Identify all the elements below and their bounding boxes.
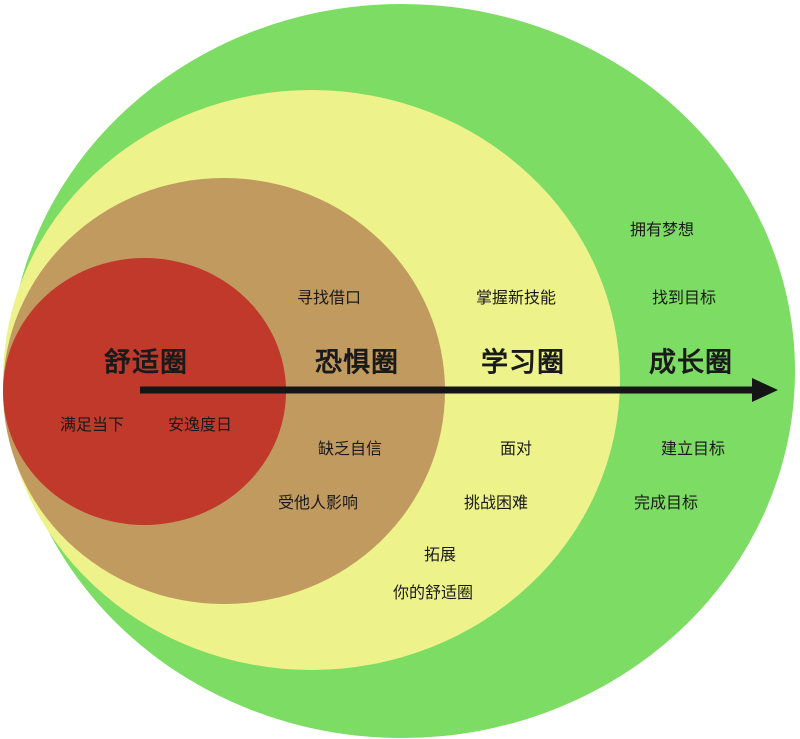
learning-item-expand: 拓展 [423,545,457,564]
arrow-head [752,378,778,402]
learning-item-new-skills: 掌握新技能 [475,288,557,307]
fear-item-excuses: 寻找借口 [296,288,362,307]
comfort-zone-title: 舒适圈 [104,347,188,379]
learning-item-challenges: 挑战困难 [463,493,529,512]
growth-item-find-goal: 找到目标 [651,288,717,307]
comfort-item-easy-living: 安逸度日 [167,415,233,434]
growth-item-dream: 拥有梦想 [629,220,695,239]
fear-item-influenced: 受他人影响 [277,493,359,512]
growth-item-complete-goal: 完成目标 [633,493,699,512]
learning-zone-title: 学习圈 [481,347,565,379]
growth-item-set-goal: 建立目标 [660,439,726,458]
comfort-item-satisfied: 满足当下 [59,415,125,434]
growth-zone-title: 成长圈 [649,347,733,379]
learning-item-face: 面对 [499,439,533,458]
learning-item-your-comfort-zone: 你的舒适圈 [392,583,474,602]
fear-zone-title: 恐惧圈 [315,347,399,379]
fear-item-lack-confidence: 缺乏自信 [317,439,383,458]
